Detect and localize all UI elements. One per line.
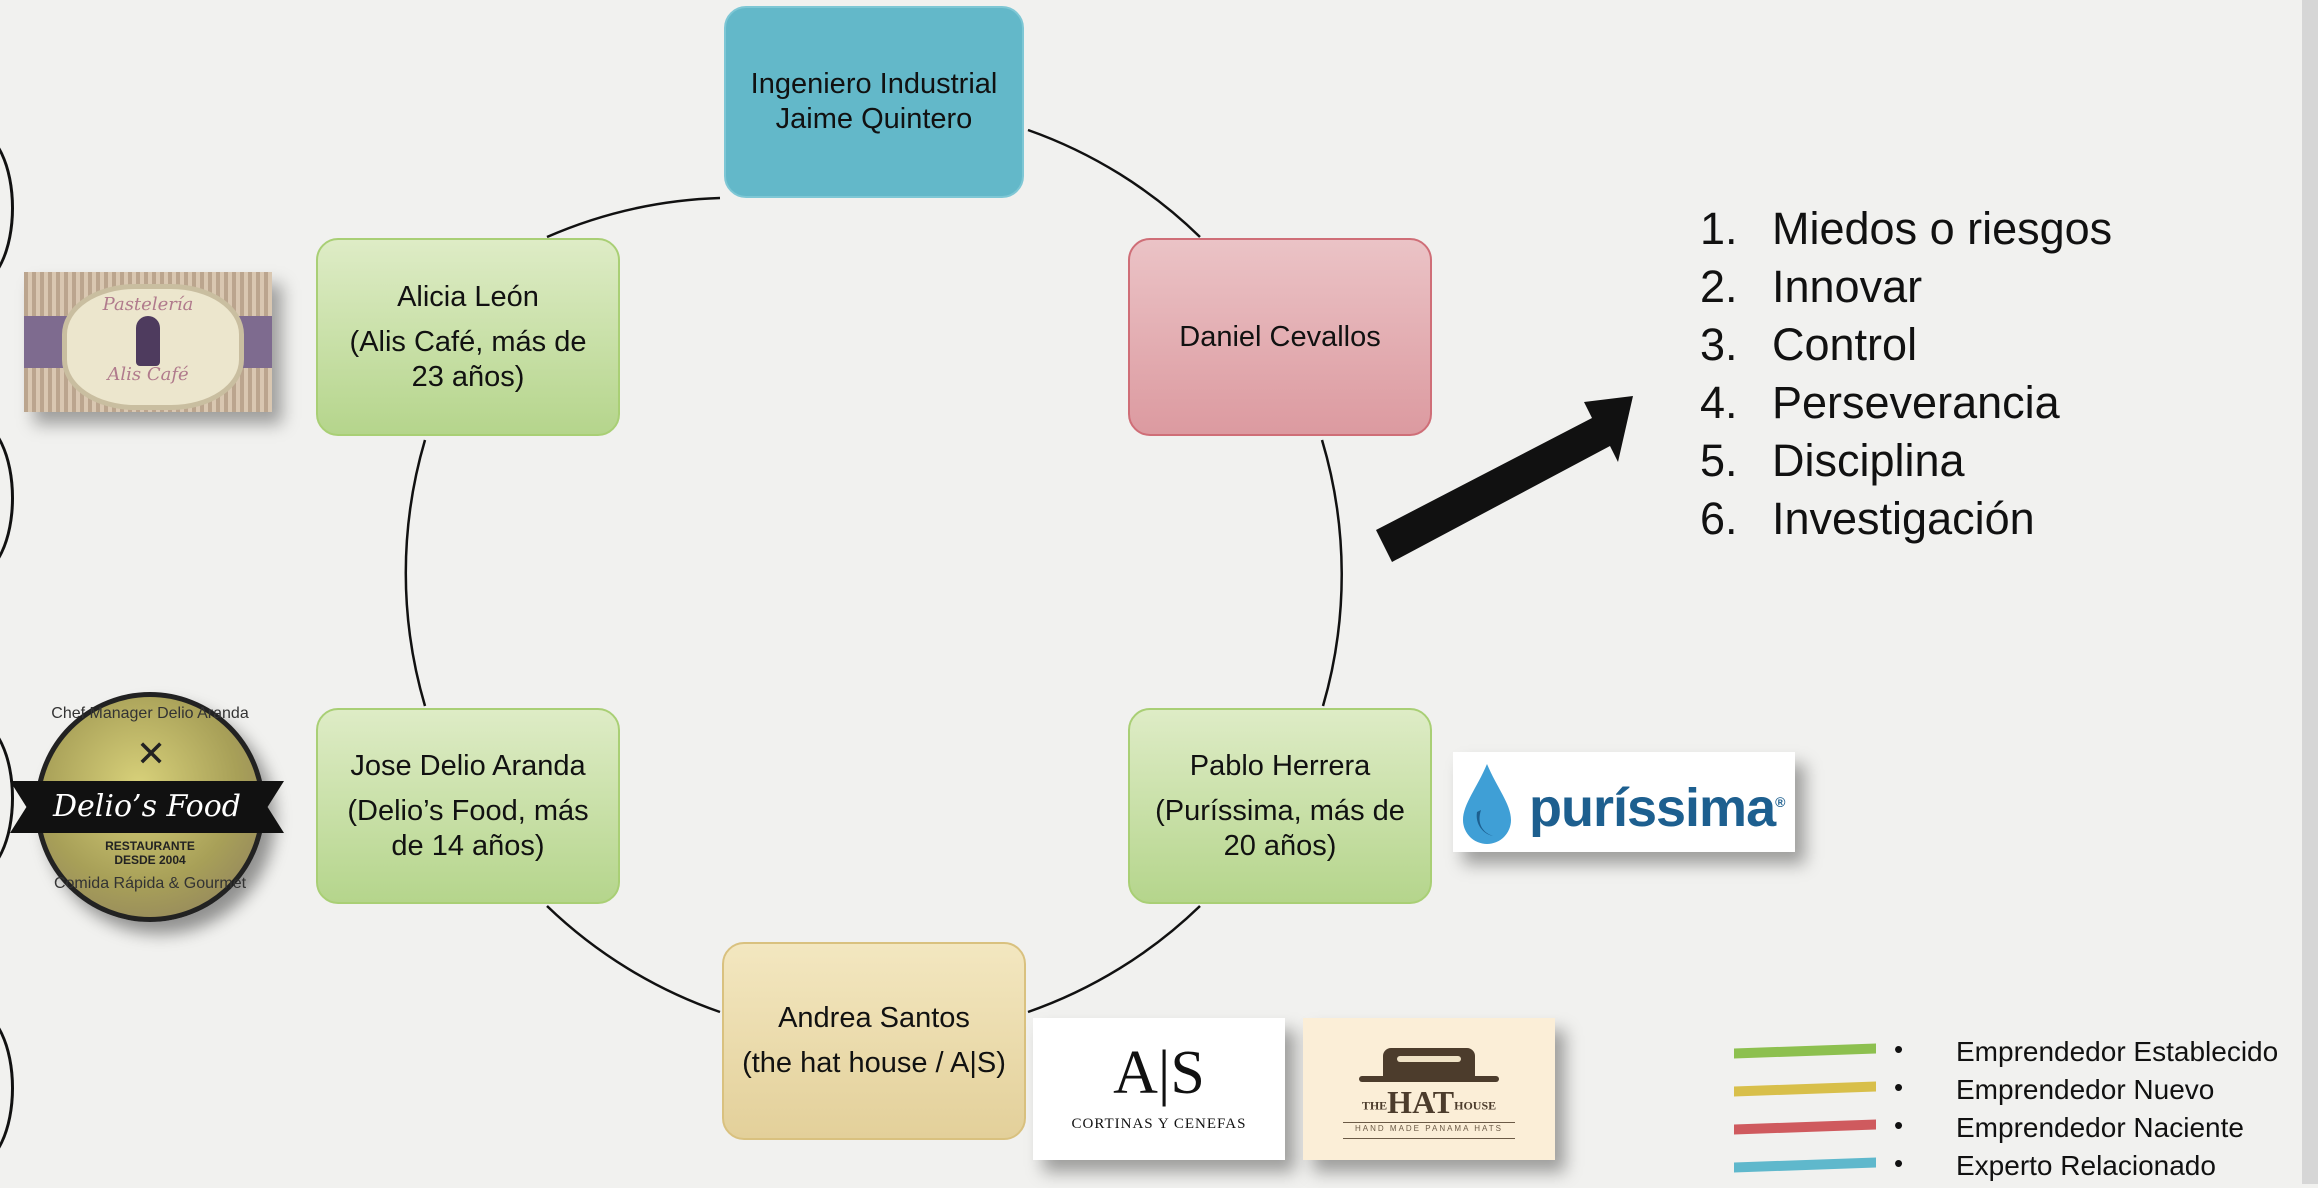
- node-daniel-cevallos: Daniel Cevallos: [1128, 238, 1432, 436]
- legend-item: • Emprendedor Establecido: [1734, 1034, 2304, 1074]
- node-name: Jose Delio Aranda: [350, 749, 586, 782]
- list-text: Investigación: [1772, 493, 2035, 544]
- logo-banner: Delio’s Food: [10, 781, 284, 833]
- node-name: Alicia León: [397, 280, 539, 313]
- purissima-text: puríssima: [1529, 778, 1776, 838]
- node-name: Daniel Cevallos: [1179, 320, 1381, 353]
- legend-item: • Emprendedor Nuevo: [1734, 1072, 2304, 1112]
- logo-text-top: Pastelería: [102, 294, 194, 315]
- water-drop-icon: [1463, 764, 1511, 844]
- legend-label: Emprendedor Nuevo: [1956, 1074, 2215, 1105]
- alis-cafe-logo: Pastelería Alis Café: [24, 272, 272, 412]
- node-pablo-herrera: Pablo Herrera (Puríssima, más de 20 años…: [1128, 708, 1432, 904]
- legend-bullet: •: [1894, 1034, 1904, 1064]
- node-name: Jaime Quintero: [775, 103, 973, 135]
- hat-brim: [1359, 1076, 1499, 1082]
- legend-swatch: [1734, 1043, 1876, 1059]
- list-item: 6. Investigación: [1700, 490, 2112, 548]
- node-detail: (Puríssima, más de 20 años): [1155, 794, 1405, 862]
- as-cortinas-logo: A|S CORTINAS Y CENEFAS: [1033, 1018, 1285, 1160]
- list-number: 3.: [1700, 319, 1738, 370]
- crossed-utensils-icon: ✕: [136, 733, 167, 774]
- legend-swatch: [1734, 1157, 1876, 1173]
- list-text: Disciplina: [1772, 435, 1965, 486]
- list-text: Miedos o riesgos: [1772, 203, 2113, 254]
- wordmark-the: THE: [1361, 1098, 1388, 1113]
- list-text: Innovar: [1772, 261, 1923, 312]
- list-item: 1. Miedos o riesgos: [1700, 200, 2112, 258]
- legend-label: Emprendedor Naciente: [1956, 1112, 2244, 1143]
- as-tagline: CORTINAS Y CENEFAS: [1071, 1116, 1247, 1132]
- legend-item: • Experto Relacionado: [1734, 1148, 2304, 1188]
- node-expert-jaime-quintero: Ingeniero Industrial Jaime Quintero: [724, 6, 1024, 198]
- node-alicia-leon: Alicia León (Alis Café, más de 23 años): [316, 238, 620, 436]
- list-item: 4. Perseverancia: [1700, 374, 2112, 432]
- tagline-rule: [1343, 1122, 1515, 1123]
- legend-label: Emprendedor Establecido: [1956, 1036, 2279, 1067]
- list-text: Control: [1772, 319, 1918, 370]
- logo-restaurant-block: RESTAURANTE DESDE 2004: [40, 839, 260, 867]
- legend-bullet: •: [1894, 1110, 1904, 1140]
- logo-text-bottom: Alis Café: [107, 364, 189, 385]
- node-detail: (Alis Café, más de 23 años): [349, 325, 587, 393]
- list-text: Perseverancia: [1772, 377, 2060, 428]
- node-jose-delio-aranda: Jose Delio Aranda (Delio’s Food, más de …: [316, 708, 620, 904]
- tagline-rule: [1343, 1138, 1515, 1139]
- list-number: 2.: [1700, 261, 1738, 312]
- node-name: Pablo Herrera: [1189, 749, 1371, 782]
- list-item: 5. Disciplina: [1700, 432, 2112, 490]
- as-wordmark: A|S: [1113, 1039, 1205, 1107]
- node-detail: (the hat house / A|S): [742, 1047, 1006, 1079]
- logo-since-text: DESDE 2004: [114, 853, 186, 867]
- legend-label: Experto Relacionado: [1956, 1150, 2216, 1181]
- node-andrea-santos: Andrea Santos (the hat house / A|S): [722, 942, 1026, 1140]
- wordmark-house: HOUSE: [1454, 1098, 1497, 1113]
- hat-ribbon: [1397, 1056, 1461, 1062]
- delios-food-logo: Chef Manager Delio Aranda ✕ Delio’s Food…: [10, 692, 284, 922]
- the-hat-house-logo: THEHATHOUSE HAND MADE PANAMA HATS: [1303, 1018, 1555, 1160]
- legend-swatch: [1734, 1081, 1876, 1097]
- purissima-wordmark: puríssima®: [1529, 772, 1785, 838]
- registered-mark: ®: [1775, 794, 1785, 810]
- list-number: 4.: [1700, 377, 1738, 428]
- node-name: Andrea Santos: [778, 1002, 970, 1034]
- wordmark-hat: HAT: [1387, 1084, 1455, 1120]
- logo-restaurant-text: RESTAURANTE: [105, 839, 195, 853]
- right-arrow-icon: [1376, 396, 1633, 562]
- slide-edge-strip: [2302, 0, 2318, 1184]
- list-item: 2. Innovar: [1700, 258, 2112, 316]
- node-detail: (Delio’s Food, más de 14 años): [347, 794, 589, 862]
- hat-house-wordmark: THEHATHOUSE: [1303, 1084, 1555, 1124]
- list-item: 3. Control: [1700, 316, 2112, 374]
- list-number: 1.: [1700, 203, 1738, 254]
- legend-swatch: [1734, 1119, 1876, 1135]
- list-number: 6.: [1700, 493, 1738, 544]
- node-title: Ingeniero Industrial: [750, 68, 998, 100]
- list-number: 5.: [1700, 435, 1738, 486]
- purissima-logo: puríssima®: [1453, 752, 1795, 852]
- hat-house-tagline: HAND MADE PANAMA HATS: [1355, 1124, 1503, 1133]
- success-factors-list: 1. Miedos o riesgos 2. Innovar 3. Control 4…: [1700, 200, 2112, 548]
- legend-bullet: •: [1894, 1148, 1904, 1178]
- figure-silhouette-icon: [136, 316, 160, 366]
- logo-bottom-arc-text: Comida Rápida & Gourmet: [53, 875, 247, 892]
- logo-top-arc-text: Chef Manager Delio Aranda: [51, 705, 249, 722]
- legend-bullet: •: [1894, 1072, 1904, 1102]
- legend-item: • Emprendedor Naciente: [1734, 1110, 2304, 1150]
- hat-icon: [1383, 1048, 1475, 1078]
